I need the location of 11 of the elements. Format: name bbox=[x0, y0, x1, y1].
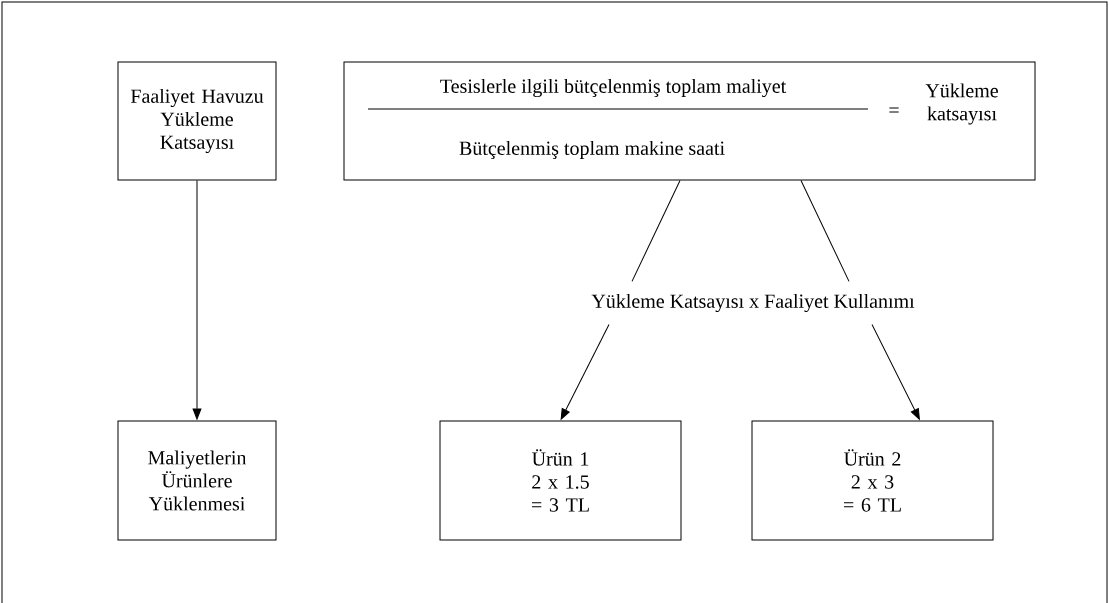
arrow bbox=[560, 324, 610, 420]
formula-text: Yükleme Katsayısı x Faaliyet Kullanımı bbox=[591, 293, 915, 313]
formula-box: Tesislerle ilgili bütçelenmiş toplam maliyet Bütçelenmiş toplam makine saati = Yükleme katsayısı bbox=[343, 61, 1036, 181]
connector-line bbox=[631, 180, 681, 282]
process-box: Maliyetlerin Ürünlere Yüklenmesi bbox=[117, 420, 277, 541]
process-box: Faaliyet Havuzu Yükleme Katsayısı bbox=[117, 61, 277, 181]
arrow bbox=[192, 180, 202, 420]
product-box: Ürün 1 2 x 1.5 = 3 TL bbox=[439, 420, 682, 541]
connector-line bbox=[800, 180, 850, 282]
product-box: Ürün 2 2 x 3 = 6 TL bbox=[751, 420, 994, 541]
arrow bbox=[871, 324, 920, 420]
